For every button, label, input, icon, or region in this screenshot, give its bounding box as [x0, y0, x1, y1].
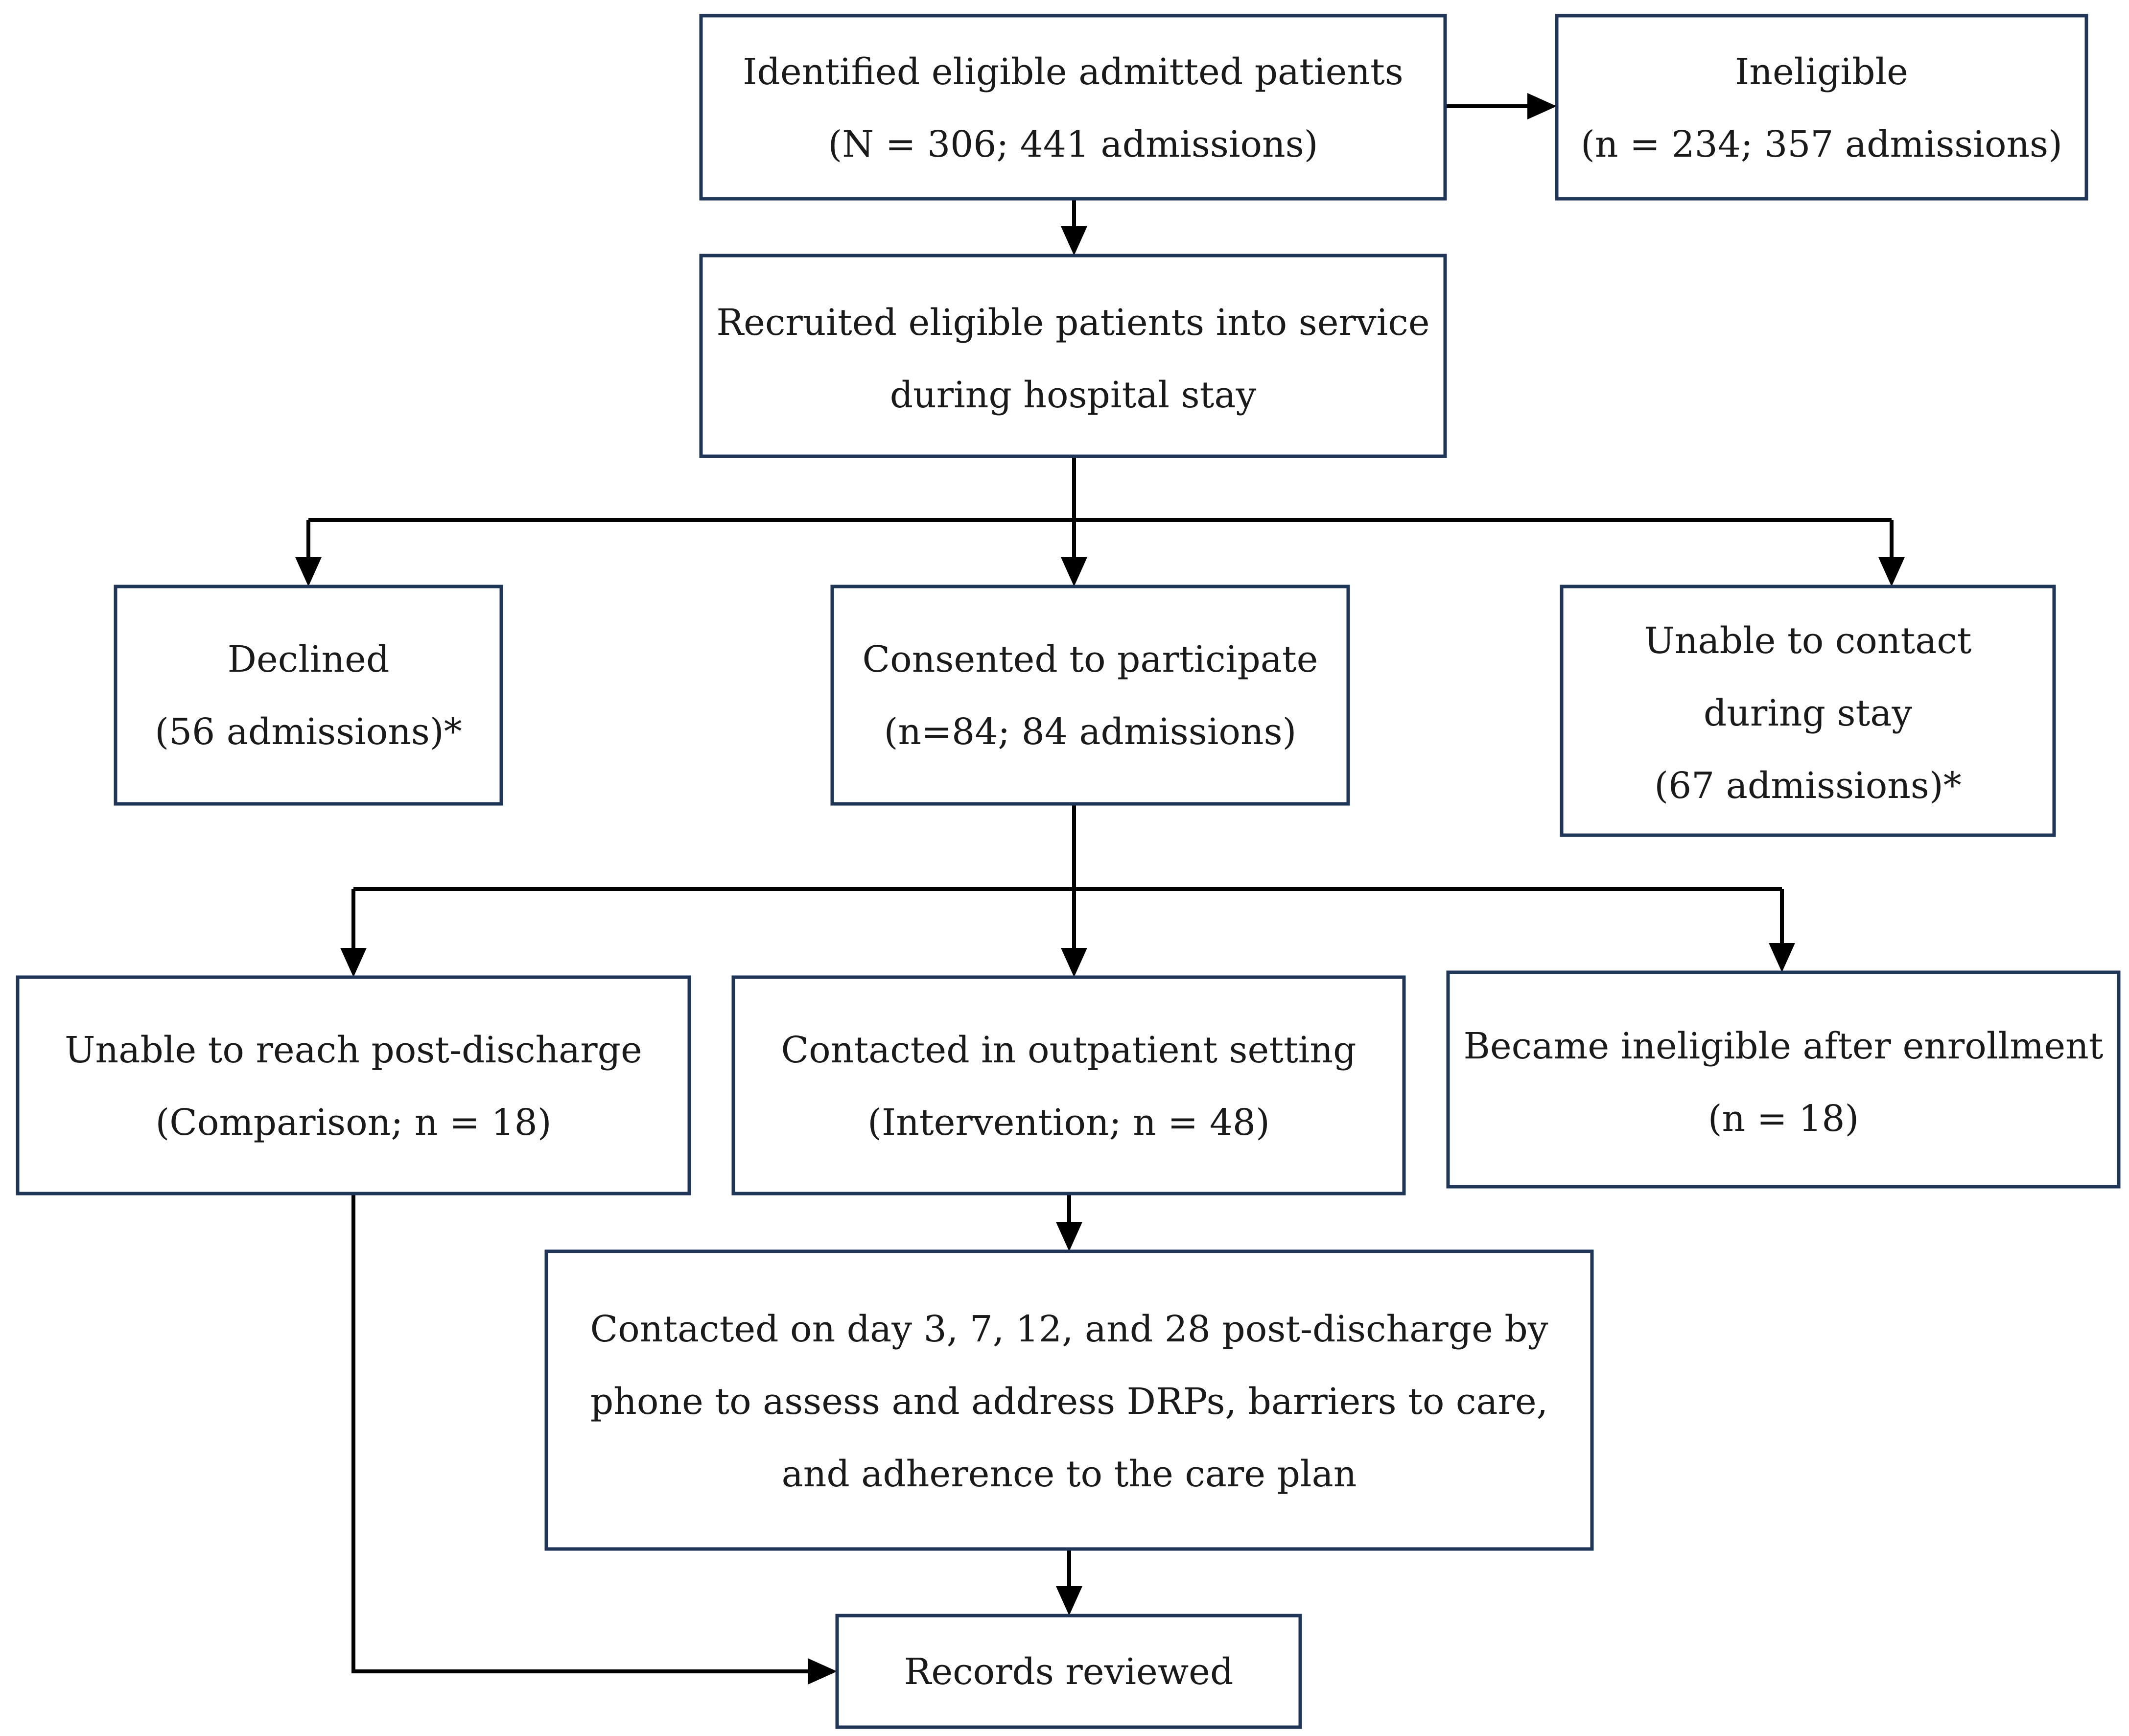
- box-contacted-outpatient: Contacted in outpatient setting (Interve…: [731, 975, 1406, 1196]
- contacted-outpatient-line-2: (Intervention; n = 48): [867, 1102, 1270, 1144]
- identified-line-2: (N = 306; 441 admissions): [828, 123, 1318, 165]
- recruited-line-2: during hospital stay: [890, 374, 1257, 416]
- box-records-reviewed: Records reviewed: [835, 1614, 1302, 1729]
- became-ineligible-line-1: Became ineligible after enrollment: [1463, 1025, 2103, 1067]
- declined-line-2: (56 admissions)*: [155, 711, 462, 753]
- box-consented: Consented to participate (n=84; 84 admis…: [830, 585, 1350, 806]
- unable-reach-line-2: (Comparison; n = 18): [155, 1102, 551, 1144]
- box-unable-contact: Unable to contact during stay (67 admiss…: [1560, 585, 2056, 837]
- arrowhead-unable-reach: [340, 948, 367, 977]
- box-unable-reach: Unable to reach post-discharge (Comparis…: [16, 975, 691, 1196]
- became-ineligible-line-2: (n = 18): [1708, 1098, 1859, 1140]
- contacted-days-line-1: Contacted on day 3, 7, 12, and 28 post-d…: [590, 1308, 1548, 1350]
- arrowhead-ineligible: [1527, 93, 1557, 119]
- arrowhead-consented: [1061, 557, 1087, 586]
- contacted-days-line-2: phone to assess and address DRPs, barrie…: [590, 1381, 1548, 1423]
- arrowhead-recruited: [1061, 226, 1087, 256]
- records-reviewed-line-1: Records reviewed: [904, 1651, 1234, 1693]
- unable-contact-line-3: (67 admissions)*: [1654, 765, 1962, 807]
- consented-line-2: (n=84; 84 admissions): [884, 711, 1297, 753]
- contacted-outpatient-line-1: Contacted in outpatient setting: [781, 1029, 1357, 1071]
- unable-reach-line-1: Unable to reach post-discharge: [65, 1029, 642, 1071]
- box-became-ineligible: Became ineligible after enrollment (n = …: [1446, 970, 2121, 1189]
- box-identified-eligible: Identified eligible admitted patients (N…: [699, 14, 1447, 201]
- identified-line-1: Identified eligible admitted patients: [743, 51, 1404, 93]
- arrowhead-contacted-outpatient: [1061, 948, 1087, 977]
- ineligible-line-2: (n = 234; 357 admissions): [1581, 123, 2062, 165]
- box-contacted-days: Contacted on day 3, 7, 12, and 28 post-d…: [544, 1249, 1594, 1551]
- arrowhead-declined: [295, 557, 322, 586]
- unable-contact-line-1: Unable to contact: [1644, 620, 1972, 662]
- box-recruited: Recruited eligible patients into service…: [699, 254, 1447, 458]
- box-declined: Declined (56 admissions)*: [114, 585, 503, 806]
- arrowhead-records-from-days: [1056, 1586, 1082, 1616]
- arrowhead-became-ineligible: [1769, 943, 1795, 972]
- arrowhead-contacted-days: [1056, 1222, 1082, 1251]
- arrowhead-unable-contact: [1878, 557, 1905, 586]
- unable-contact-line-2: during stay: [1704, 692, 1912, 734]
- box-ineligible: Ineligible (n = 234; 357 admissions): [1555, 14, 2088, 201]
- recruited-line-1: Recruited eligible patients into service: [716, 302, 1429, 344]
- contacted-days-line-3: and adherence to the care plan: [782, 1453, 1357, 1495]
- connector-unable-reach-to-records: [351, 1194, 808, 1673]
- connectors: [295, 93, 1905, 1685]
- arrowhead-records-from-unable-reach: [808, 1658, 837, 1685]
- consented-line-1: Consented to participate: [863, 638, 1318, 680]
- declined-line-1: Declined: [228, 638, 390, 680]
- ineligible-line-1: Ineligible: [1735, 51, 1908, 93]
